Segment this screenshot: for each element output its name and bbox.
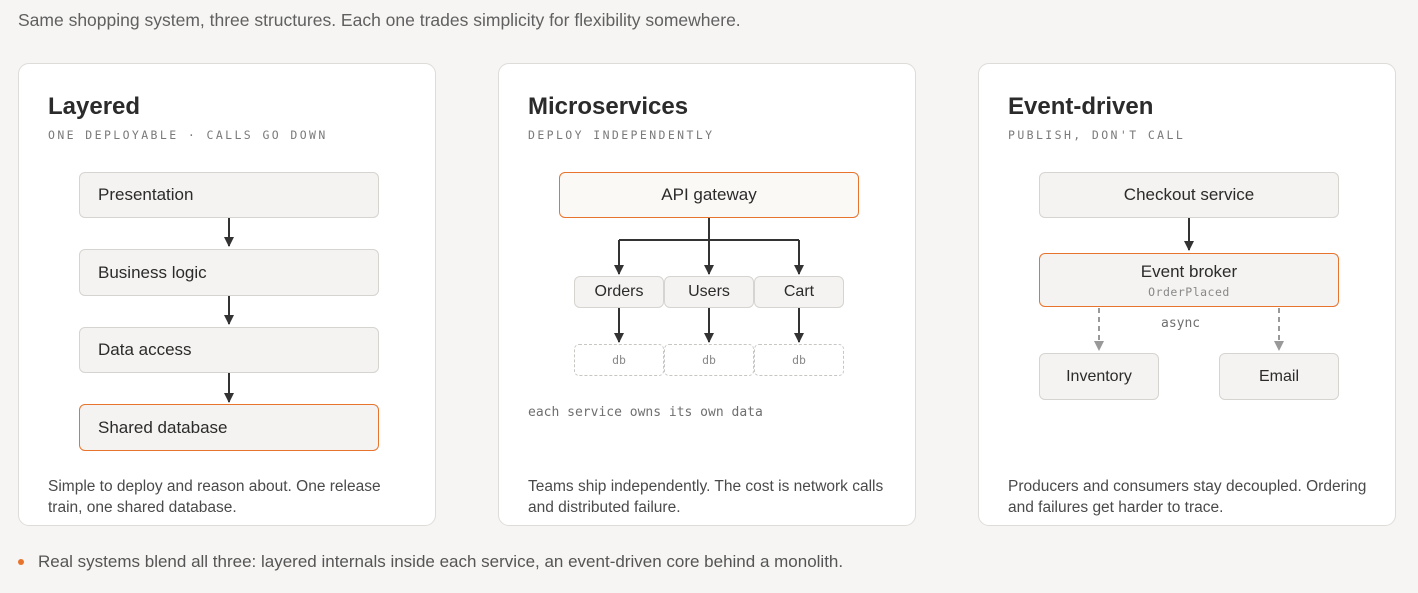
layered-subtitle: ONE DEPLOYABLE · CALLS GO DOWN: [48, 128, 328, 142]
orders-db: db: [574, 344, 664, 376]
bullet-dot-icon: [18, 559, 24, 565]
footer-note: Real systems blend all three: layered in…: [18, 552, 843, 572]
layer-presentation: Presentation: [79, 172, 379, 218]
microservices-subtitle: DEPLOY INDEPENDENTLY: [528, 128, 715, 142]
users-db: db: [664, 344, 754, 376]
api-gateway-box: API gateway: [559, 172, 859, 218]
event-name: OrderPlaced: [1148, 284, 1230, 299]
layered-description: Simple to deploy and reason about. One r…: [48, 478, 381, 516]
consumer-email: Email: [1219, 353, 1339, 400]
microservices-arrows: [614, 218, 804, 343]
event-broker-box: Event broker OrderPlaced: [1039, 253, 1339, 307]
consumer-inventory: Inventory: [1039, 353, 1159, 400]
event-driven-title: Event-driven: [1008, 93, 1154, 120]
layer-business-logic: Business logic: [79, 249, 379, 296]
service-users: Users: [664, 276, 754, 308]
microservices-card: Microservices DEPLOY INDEPENDENTLY API g…: [498, 63, 916, 526]
gateway-branch-lines: [619, 218, 799, 241]
service-orders: Orders: [574, 276, 664, 308]
event-broker-label: Event broker: [1140, 261, 1238, 281]
event-driven-description: Producers and consumers stay decoupled. …: [1008, 478, 1367, 516]
layered-title: Layered: [48, 93, 141, 120]
cart-db: db: [754, 344, 844, 376]
intro-text: Same shopping system, three structures. …: [18, 10, 741, 30]
layered-card: Layered ONE DEPLOYABLE · CALLS GO DOWN P…: [18, 63, 436, 526]
event-driven-arrows: [1094, 218, 1284, 351]
layer-data-access: Data access: [79, 327, 379, 373]
service-cart: Cart: [754, 276, 844, 308]
layer-shared-database: Shared database: [79, 404, 379, 451]
microservices-description: Teams ship independently. The cost is ne…: [528, 478, 884, 516]
microservices-note: each service owns its own data: [528, 405, 763, 420]
footer-text: Real systems blend all three: layered in…: [38, 552, 844, 571]
layered-arrows: [224, 218, 234, 403]
event-driven-card: Event-driven PUBLISH, DON'T CALL Checkou…: [978, 63, 1396, 526]
checkout-service-box: Checkout service: [1039, 172, 1339, 218]
event-driven-subtitle: PUBLISH, DON'T CALL: [1008, 128, 1186, 142]
async-label: async: [1161, 316, 1201, 331]
microservices-title: Microservices: [528, 93, 689, 120]
